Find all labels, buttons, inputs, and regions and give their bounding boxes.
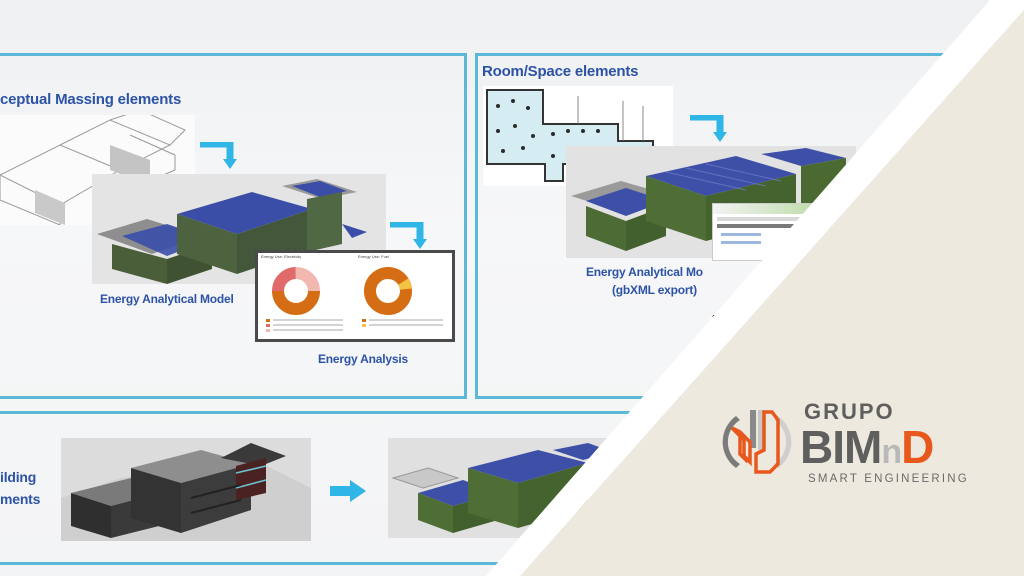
arrow-right-icon: [330, 480, 366, 502]
building-elements-label: ilding ments: [0, 466, 40, 510]
logo-grupo-text: GRUPO: [804, 399, 895, 424]
divider-line: [0, 562, 520, 565]
gbxml-caption-line2: (gbXML export): [612, 283, 697, 297]
grupo-bimnd-logo: GRUPO BIMnD SMART ENGINEERING: [718, 400, 978, 490]
arrow-down-icon: [690, 115, 727, 142]
energy-analysis-caption: Energy Analysis: [318, 352, 408, 366]
logo-d: D: [901, 421, 934, 473]
divider-line: [0, 411, 650, 414]
chart-title-fuel: Energy Use: Fuel: [358, 254, 389, 259]
logo-n: n: [881, 433, 902, 471]
chart-title-electricity: Energy Use: Electricity: [261, 254, 302, 259]
building-label-line2: ments: [0, 491, 41, 507]
building-label-line1: ilding: [0, 469, 37, 485]
arrow-down-icon: [390, 222, 427, 249]
electricity-donut: [272, 267, 320, 315]
bimnd-logo-mark-icon: [722, 410, 792, 474]
gbxml-caption-line1: Energy Analytical Mo: [586, 265, 703, 279]
massing-panel: [0, 53, 467, 399]
logo-bimnd-text: BIMnD: [800, 421, 934, 473]
logo-wordmark: GRUPO BIMnD SMART ENGINEERING: [800, 400, 978, 486]
room-space-panel-title: Room/Space elements: [482, 63, 639, 80]
energy-analysis-charts: Energy Use: Electricity Energy Use: Fuel: [255, 250, 455, 342]
arrow-down-icon: [200, 142, 237, 169]
fuel-donut: [364, 267, 412, 315]
building-model-image: [61, 438, 311, 541]
massing-panel-title: ceptual Massing elements: [0, 91, 182, 108]
energy-analytical-model-caption: Energy Analytical Model: [100, 292, 234, 306]
logo-tagline: SMART ENGINEERING: [808, 473, 969, 485]
logo-bim: BIM: [800, 421, 882, 473]
